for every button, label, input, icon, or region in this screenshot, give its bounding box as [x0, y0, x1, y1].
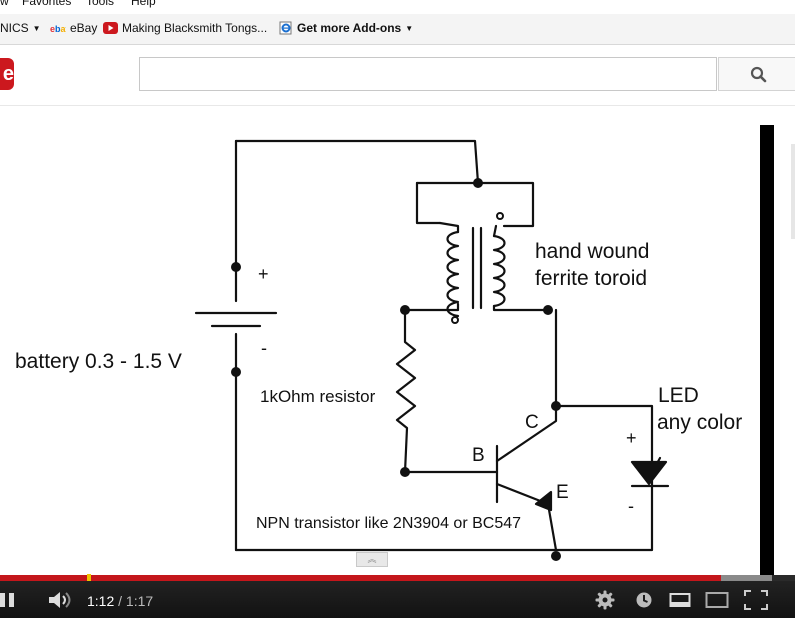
favorites-bar: NICS ▼ ebay eBay Making Blacksmith Tongs…: [0, 14, 795, 45]
menu-help[interactable]: Help: [131, 0, 156, 8]
chevron-down-icon: ▼: [405, 23, 414, 33]
label-led-line1: LED: [658, 384, 699, 407]
chevron-down-icon: ▼: [32, 23, 41, 33]
small-player-icon: [669, 592, 691, 607]
video-frame-border: [760, 125, 774, 577]
circuit-diagram: battery 0.3 - 1.5 V + - hand wound ferri…: [15, 139, 742, 561]
watch-later-icon: [636, 592, 652, 607]
fullscreen-button[interactable]: [742, 581, 770, 618]
logo-text: e: [2, 63, 14, 85]
settings-gear-icon: [595, 590, 615, 609]
ie-addons-icon: [279, 21, 292, 35]
volume-icon: [49, 591, 71, 608]
time-current: 1:12: [87, 593, 115, 609]
youtube-logo[interactable]: e: [0, 58, 14, 90]
page-below-player: [0, 618, 795, 624]
progress-bar[interactable]: [0, 574, 795, 581]
bookmark-ebay[interactable]: ebay eBay: [50, 21, 97, 35]
large-player-icon: [705, 591, 729, 608]
menu-tools[interactable]: Tools: [86, 0, 115, 8]
progress-marker[interactable]: [87, 574, 91, 581]
menu-view[interactable]: w: [0, 0, 9, 8]
label-collector: C: [525, 412, 539, 433]
settings-button[interactable]: [594, 581, 616, 618]
label-led-plus: +: [626, 428, 637, 448]
label-resistor: 1kOhm resistor: [260, 387, 376, 406]
time-display: 1:12 / 1:17: [87, 593, 153, 609]
collapse-controls-tab[interactable]: ︽: [356, 552, 388, 567]
pause-button[interactable]: [0, 581, 22, 618]
small-player-button[interactable]: [668, 581, 692, 618]
search-input[interactable]: [139, 57, 717, 91]
bookmark-nics[interactable]: NICS ▼: [0, 21, 41, 35]
label-toroid-line1: hand wound: [535, 240, 649, 263]
youtube-header: e: [0, 45, 795, 106]
label-battery-minus: -: [261, 338, 267, 358]
double-chevron-up-icon: ︽: [367, 554, 377, 564]
magnifier-icon: [750, 66, 767, 83]
bookmark-blacksmith-label: Making Blacksmith Tongs...: [122, 21, 268, 35]
youtube-icon: [103, 22, 118, 34]
watch-later-button[interactable]: [634, 581, 654, 618]
bookmark-nics-label: NICS: [0, 21, 29, 35]
volume-button[interactable]: [46, 581, 74, 618]
label-emitter: E: [556, 482, 569, 503]
bookmark-ebay-label: eBay: [70, 21, 98, 35]
bookmark-get-addons[interactable]: Get more Add-ons ▼: [279, 21, 413, 35]
label-battery-plus: +: [258, 264, 269, 284]
label-led-line2: any color: [657, 411, 742, 434]
label-transistor: NPN transistor like 2N3904 or BC547: [256, 515, 521, 532]
progress-buffered: [721, 575, 772, 581]
search-button[interactable]: [718, 57, 795, 91]
player-controls: 1:12 / 1:17: [0, 581, 795, 618]
progress-played: [0, 575, 721, 581]
ebay-icon: ebay: [50, 24, 66, 34]
bookmark-addons-label: Get more Add-ons: [297, 21, 402, 35]
label-base: B: [472, 445, 485, 466]
menu-favorites[interactable]: Favorites: [22, 0, 72, 8]
label-battery: battery 0.3 - 1.5 V: [15, 350, 182, 373]
pause-icon: [0, 592, 14, 607]
bookmark-blacksmith-tongs[interactable]: Making Blacksmith Tongs...: [103, 21, 267, 35]
browser-menubar: w Favorites Tools Help: [0, 0, 795, 8]
time-separator: /: [118, 593, 123, 609]
fullscreen-icon: [744, 589, 768, 610]
time-total: 1:17: [125, 593, 154, 609]
large-player-button[interactable]: [704, 581, 730, 618]
video-player[interactable]: battery 0.3 - 1.5 V + - hand wound ferri…: [0, 106, 795, 624]
label-led-minus: -: [628, 496, 634, 516]
label-toroid-line2: ferrite toroid: [535, 267, 647, 290]
page-edge: [791, 144, 795, 239]
svg-text:ebay: ebay: [50, 24, 66, 34]
